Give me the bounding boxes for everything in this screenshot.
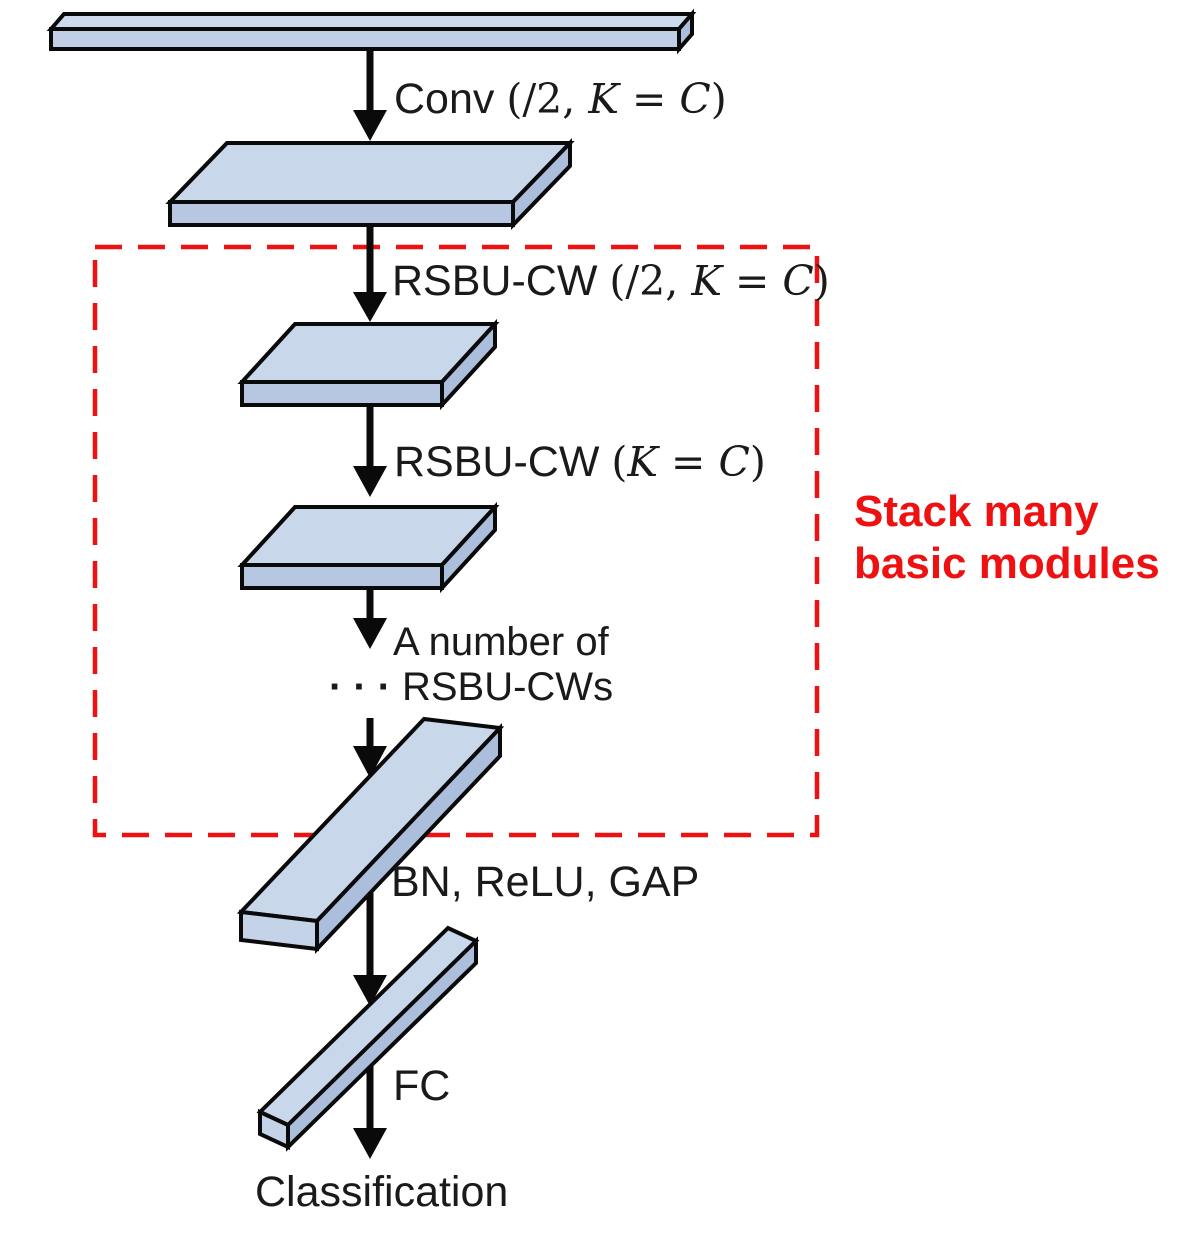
conv-label-k: K [588, 75, 619, 123]
conv-label-name: Conv [394, 75, 507, 123]
slab-after-rsbu-half [237, 318, 500, 411]
bar-side-face [286, 936, 478, 1152]
arrow-stem [366, 405, 374, 468]
rsbu-half-label-eq: = [721, 257, 783, 305]
rsbu-half-label-close: ) [813, 257, 830, 305]
bar-end-cap [239, 909, 319, 952]
arrow-head [353, 110, 387, 141]
rsbu-half-label-name: RSBU-CW [392, 257, 610, 305]
slab-after-rsbu [237, 501, 500, 594]
rsbu-label-open: ( [611, 438, 628, 486]
arrow-head [353, 746, 387, 778]
input-bar-top-face [46, 12, 697, 31]
stack-note-line2: basic modules [854, 539, 1160, 588]
fc-feature-bar [256, 925, 480, 1152]
bar-end-cap [258, 1108, 290, 1151]
conv-label: Conv (/2, K = C) [394, 78, 727, 121]
ellipsis-dots: ··· [329, 665, 402, 709]
rsbu-label-name: RSBU-CW [394, 438, 612, 486]
rsbu-arrow [353, 405, 387, 497]
classification-label: Classification [255, 1168, 509, 1216]
input-bar-front-face [49, 27, 681, 51]
slab-front-face [240, 380, 444, 407]
pre-dots-arrow [353, 588, 387, 649]
fc-label: FC [393, 1062, 451, 1110]
conv-label-eq: = [618, 75, 680, 123]
rsbu-half-arrow [353, 225, 387, 322]
stack-note-line1: Stack many [854, 487, 1099, 536]
arrow-head [353, 292, 387, 322]
rsbu-label-k: K [627, 438, 659, 486]
conv-label-close: ) [710, 75, 727, 123]
rsbu-label: RSBU-CW (K = C) [394, 441, 766, 484]
rsbu-half-label: RSBU-CW (/2, K = C) [392, 260, 830, 303]
arrow-stem [366, 718, 374, 748]
rsbu-half-label-c: C [782, 257, 814, 305]
conv-label-open: (/2, [506, 75, 589, 123]
arrow-head [353, 466, 387, 497]
slab-top-face [165, 141, 575, 204]
rsbu-label-c: C [718, 438, 750, 486]
arrow-head [353, 1128, 387, 1159]
rsbu-label-eq: = [658, 438, 719, 486]
a-number-label-line1: A number of [393, 620, 609, 664]
arrow-head [353, 975, 387, 1006]
bn-relu-gap-label: BN, ReLU, GAP [391, 858, 700, 906]
arrow-stem [366, 48, 374, 114]
rsbu-half-label-open: (/2, [609, 257, 692, 305]
post-dots-arrow [353, 718, 387, 778]
arrow-stem [366, 588, 374, 620]
a-number-label-line2-text: RSBU-CWs [401, 665, 614, 709]
conv-label-c: C [679, 75, 711, 123]
rsbu-label-close: ) [749, 438, 766, 486]
stack-dashed-box [92, 244, 820, 838]
conv-arrow [353, 48, 387, 141]
gap-feature-bar [236, 716, 505, 955]
arrow-stem [366, 1010, 374, 1130]
input-feature-bar [46, 8, 697, 55]
arrow-stem [366, 225, 374, 294]
rsbu-half-label-k: K [691, 257, 722, 305]
slab-after-conv [165, 138, 575, 230]
slab-front-face [168, 200, 515, 227]
fc-arrow [353, 1010, 387, 1159]
stack-note: Stack many basic modules [854, 486, 1160, 590]
slab-front-face [240, 563, 444, 590]
arrow-head [353, 618, 387, 649]
a-number-label-line2: ···RSBU-CWs [329, 667, 613, 707]
